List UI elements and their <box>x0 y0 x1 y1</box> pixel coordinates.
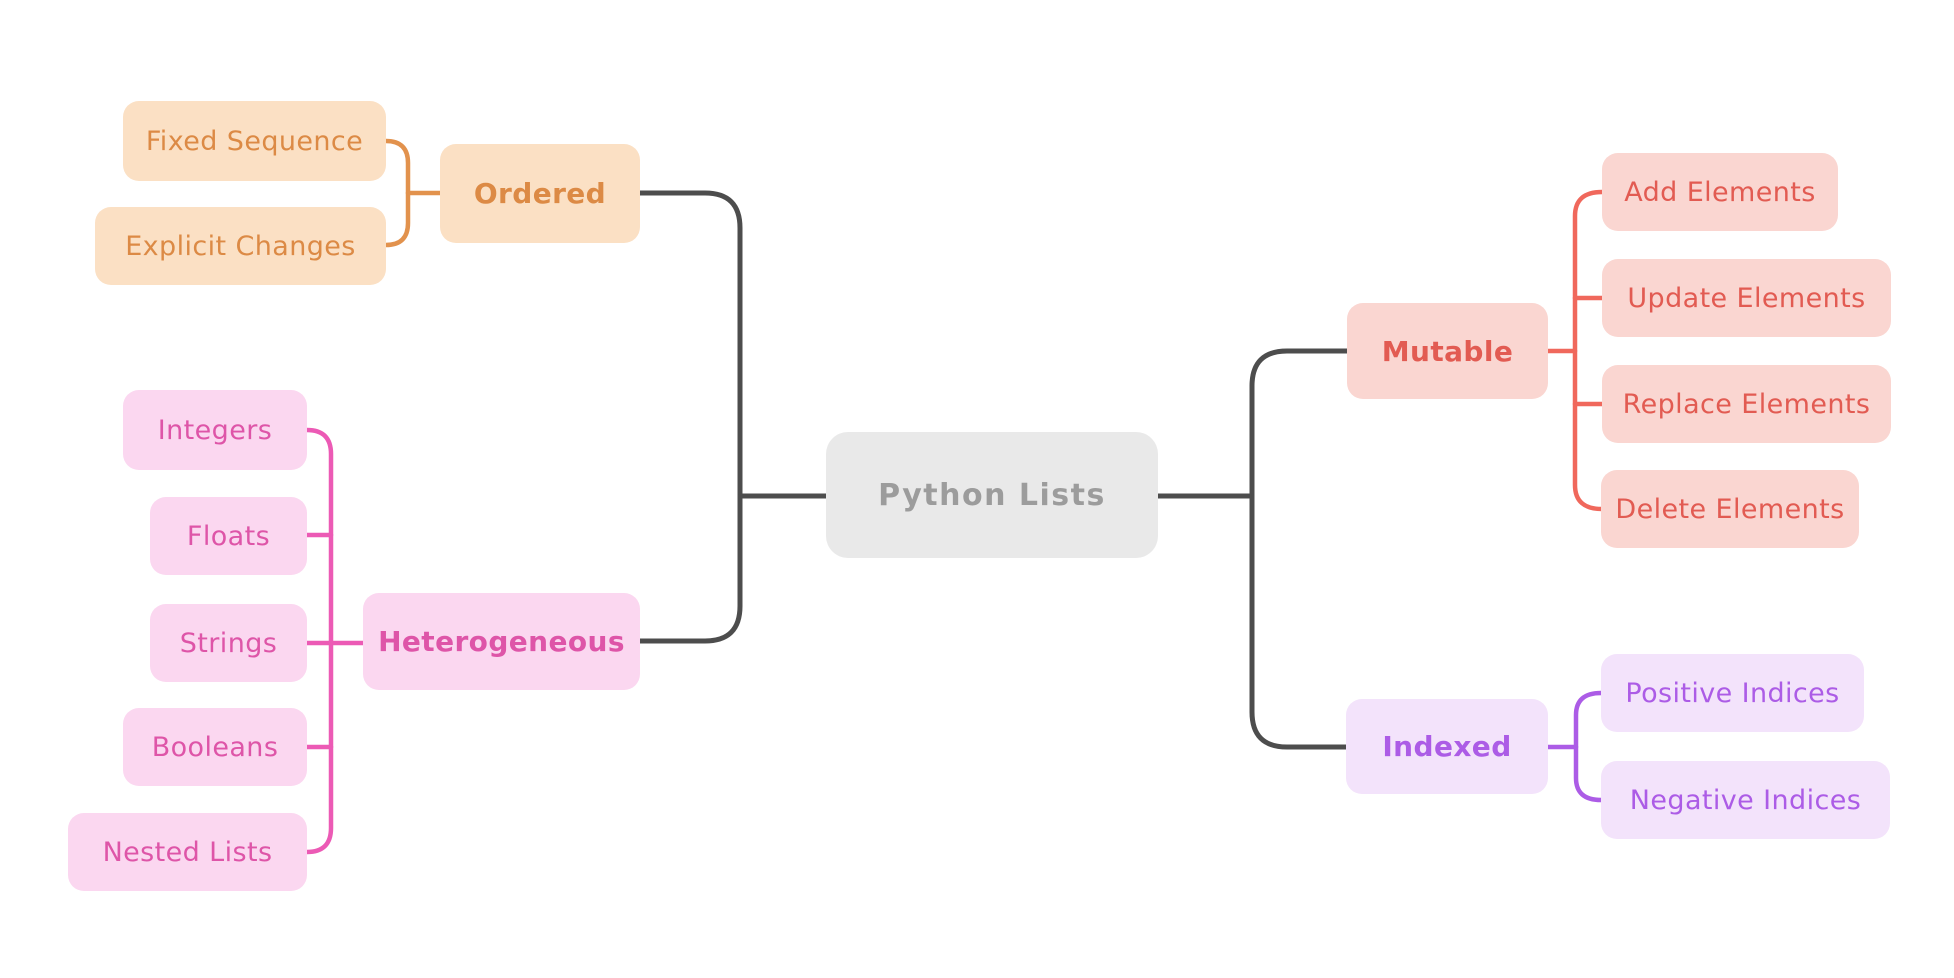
edge-mutable-children-trunk <box>1572 189 1605 512</box>
node-ordered: Ordered <box>440 144 640 243</box>
edge-indexed-children-trunk <box>1573 690 1604 803</box>
node-fixed-sequence: Fixed Sequence <box>123 101 386 181</box>
node-negative-indices: Negative Indices <box>1601 761 1890 839</box>
node-strings: Strings <box>150 604 307 682</box>
edge-root-left-trunk <box>637 190 743 644</box>
node-nested-lists: Nested Lists <box>68 813 307 891</box>
node-floats: Floats <box>150 497 307 575</box>
node-delete-elements: Delete Elements <box>1601 470 1859 548</box>
node-explicit-changes: Explicit Changes <box>95 207 386 285</box>
node-indexed: Indexed <box>1346 699 1548 794</box>
node-integers: Integers <box>123 390 307 470</box>
node-add-elements: Add Elements <box>1602 153 1838 231</box>
node-heterogeneous: Heterogeneous <box>363 593 640 690</box>
edge-root-right-trunk <box>1249 348 1350 750</box>
node-positive-indices: Positive Indices <box>1601 654 1864 732</box>
node-python-lists: Python Lists <box>826 432 1158 558</box>
node-replace-elements: Replace Elements <box>1602 365 1891 443</box>
node-booleans: Booleans <box>123 708 307 786</box>
node-update-elements: Update Elements <box>1602 259 1891 337</box>
node-mutable: Mutable <box>1347 303 1548 399</box>
edge-ordered-children-bracket <box>383 138 411 248</box>
